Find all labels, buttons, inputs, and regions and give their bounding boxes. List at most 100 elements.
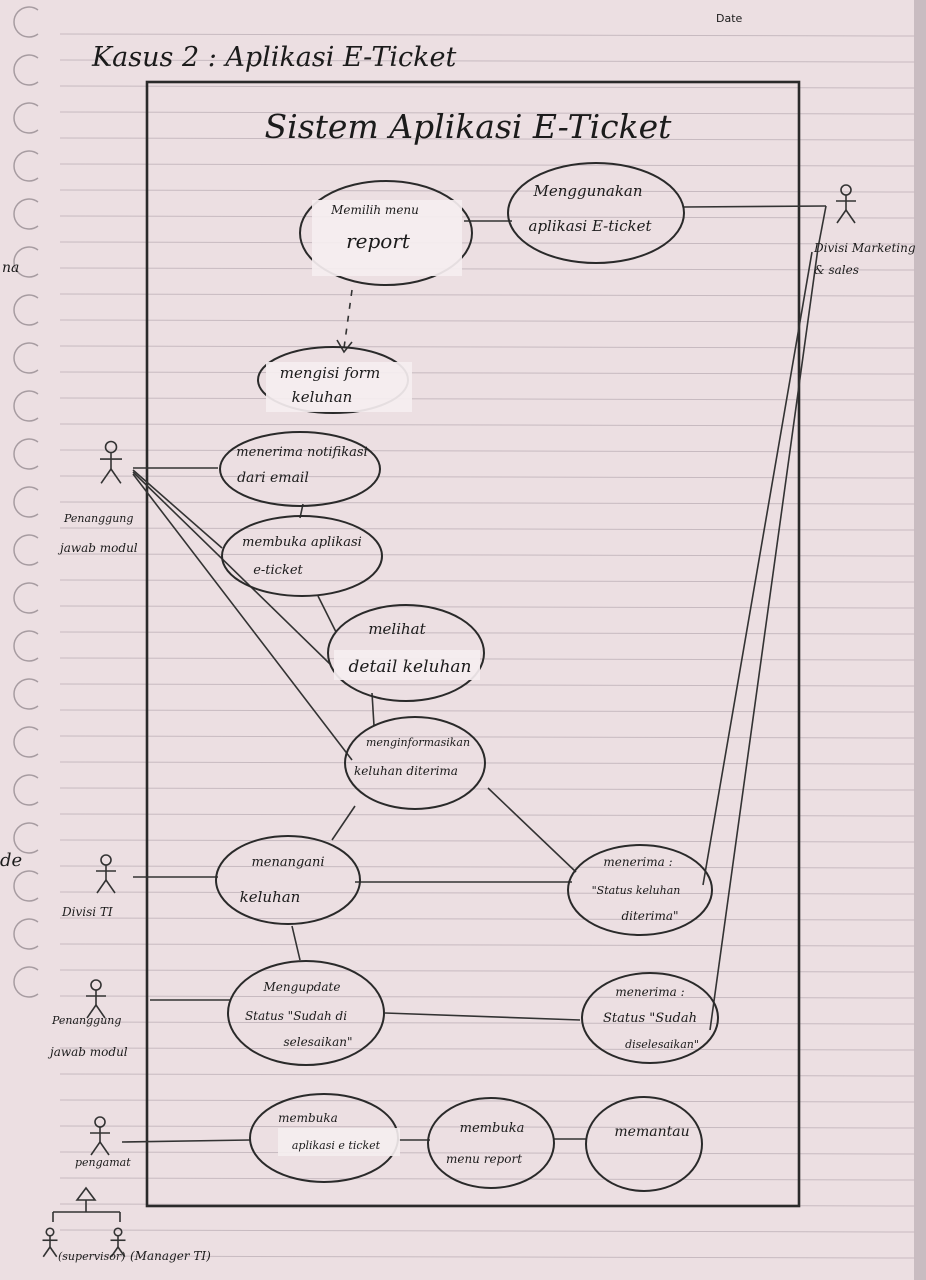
date-label: Date xyxy=(716,12,743,25)
ruled-line xyxy=(59,59,916,63)
binder-ring xyxy=(13,630,39,662)
ruled-line xyxy=(59,267,916,271)
ruled-line xyxy=(59,683,916,687)
use-case-melihat-detail: melihat detail keluhan xyxy=(327,604,485,702)
svg-text:(supervisor): (supervisor) xyxy=(58,1250,125,1263)
use-case-label: e-ticket xyxy=(253,563,303,578)
use-case-label: Menggunakan xyxy=(532,182,642,200)
svg-text:jawab modul: jawab modul xyxy=(47,1045,128,1059)
use-case-label: report xyxy=(346,229,411,253)
binder-ring xyxy=(13,822,39,854)
use-case-mengisi-form: mengisi form keluhan xyxy=(257,346,412,414)
use-case-label: aplikasi E-ticket xyxy=(529,217,653,235)
binder-ring xyxy=(13,966,39,998)
correction-patch xyxy=(278,1128,400,1156)
use-case-label: dari email xyxy=(237,470,309,486)
binder-ring xyxy=(13,390,39,422)
ruled-line xyxy=(59,1125,916,1129)
use-case-label: "Status keluhan xyxy=(592,884,681,897)
assoc-line xyxy=(331,805,356,841)
assoc-line xyxy=(132,473,353,761)
use-case-menangani: menangani keluhan xyxy=(215,835,361,925)
assoc-line xyxy=(817,205,827,249)
use-case-label: selesaikan" xyxy=(283,1035,352,1049)
use-case-label: menangani xyxy=(251,855,324,870)
use-case-membuka-menu-report: membuka menu report xyxy=(427,1097,555,1189)
ruled-line xyxy=(59,111,916,115)
ruled-lines xyxy=(59,33,916,1259)
use-case-label: Mengupdate xyxy=(263,980,341,994)
use-case-label: menerima : xyxy=(615,985,684,999)
use-case-menerima-status-diterima: menerima : "Status keluhan diterima" xyxy=(567,844,713,936)
ruled-line xyxy=(59,1021,916,1025)
use-case-menggunakan-aplikasi: Menggunakan aplikasi E-ticket xyxy=(507,162,685,264)
use-case-membuka-aplikasi-1: membuka aplikasi e-ticket xyxy=(221,515,383,597)
assoc-line xyxy=(371,692,375,727)
use-case-label: melihat xyxy=(368,620,426,638)
svg-text:Penanggung: Penanggung xyxy=(63,512,133,525)
ruled-line xyxy=(59,1177,916,1181)
ruled-line xyxy=(59,579,916,583)
ruled-line xyxy=(59,605,916,609)
assoc-line xyxy=(702,251,813,886)
ruled-line xyxy=(59,293,916,297)
ruled-line xyxy=(59,943,916,947)
use-case-label: Memilih menu xyxy=(330,203,419,217)
correction-patch xyxy=(334,650,480,680)
ruled-line xyxy=(59,501,916,505)
ruled-line xyxy=(59,735,916,739)
binder-ring xyxy=(13,582,39,614)
binder-ring xyxy=(13,6,39,38)
binder-ring xyxy=(13,438,39,470)
binder-ring xyxy=(13,102,39,134)
svg-text:Divisi Marketing: Divisi Marketing xyxy=(813,241,916,255)
actor-divisi-marketing xyxy=(836,184,856,224)
ruled-line xyxy=(59,657,916,661)
ruled-line xyxy=(59,397,916,401)
ruled-line xyxy=(59,969,916,973)
actor-manager-ti xyxy=(110,1227,126,1258)
page-heading: Kasus 2 : Aplikasi E-Ticket xyxy=(91,42,456,73)
use-case-label: Status "Sudah xyxy=(603,1011,697,1026)
actor-label-manager-ti: (Manager TI) xyxy=(130,1249,211,1263)
svg-text:Penanggung: Penanggung xyxy=(51,1014,121,1027)
use-case-label: keluhan diterima xyxy=(354,764,458,778)
assoc-line xyxy=(487,787,577,873)
actors xyxy=(42,184,856,1258)
system-boundary xyxy=(145,80,801,1208)
use-case-label: keluhan xyxy=(292,388,353,406)
assoc-line xyxy=(132,469,223,549)
ruled-line xyxy=(59,189,916,193)
use-case-mengupdate-status: Mengupdate Status "Sudah di selesaikan" xyxy=(227,960,385,1066)
binder-ring xyxy=(13,54,39,86)
binder-rings xyxy=(13,6,39,998)
use-case-label: memantau xyxy=(614,1124,689,1140)
use-case-label: keluhan xyxy=(240,888,301,906)
svg-text:pengamat: pengamat xyxy=(75,1156,131,1169)
ruled-line xyxy=(59,813,916,817)
use-case-label: membuka xyxy=(278,1111,338,1125)
correction-patch xyxy=(266,362,412,412)
binder-ring xyxy=(13,486,39,518)
svg-text:jawab modul: jawab modul xyxy=(57,541,138,555)
include-arrowhead xyxy=(336,339,353,354)
ruled-line xyxy=(59,1047,916,1051)
use-case-membuka-aplikasi-2: membuka aplikasi e ticket xyxy=(249,1093,400,1183)
margin-mark-bottom: de xyxy=(0,850,22,871)
use-case-menerima-status-selesai: menerima : Status "Sudah diselesaikan" xyxy=(581,972,719,1064)
use-case-label: mengisi form xyxy=(280,364,380,382)
svg-text:Divisi TI: Divisi TI xyxy=(61,905,113,919)
binder-ring xyxy=(13,294,39,326)
ruled-line xyxy=(59,345,916,349)
use-case-label: diselesaikan" xyxy=(625,1038,699,1051)
use-case-label: aplikasi e ticket xyxy=(292,1139,381,1152)
ruled-line xyxy=(59,319,916,323)
ruled-line xyxy=(59,163,916,167)
binder-ring xyxy=(13,726,39,758)
ruled-line xyxy=(59,1151,916,1155)
ruled-line xyxy=(59,137,916,141)
actor-label-penanggung-jawab-modul-2: Penanggung jawab modul xyxy=(47,1014,128,1059)
margin-mark-top: na xyxy=(2,260,19,276)
binder-ring xyxy=(13,918,39,950)
